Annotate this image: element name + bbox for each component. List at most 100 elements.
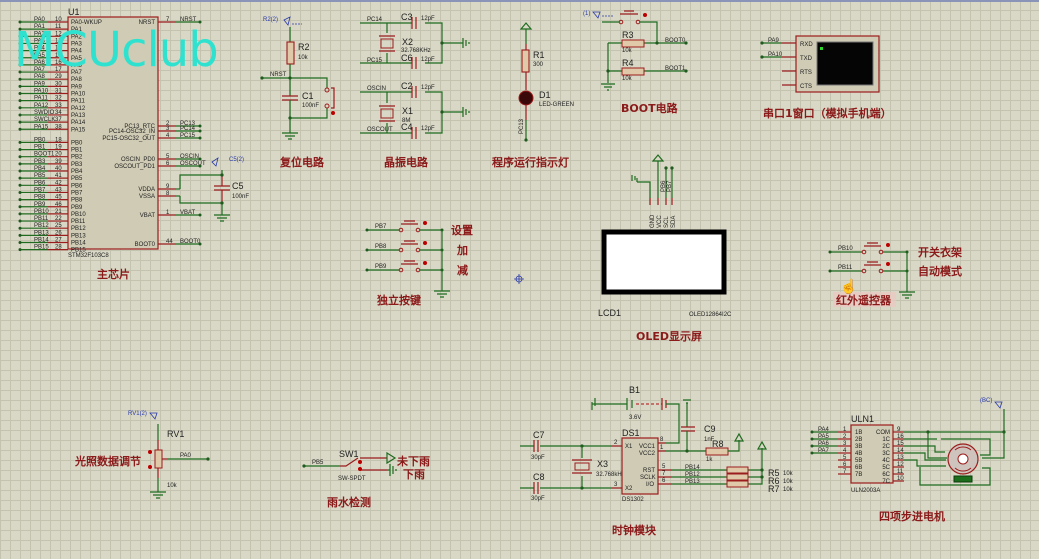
uln-pin-name: 3B — [855, 444, 862, 450]
c9-ref: C9 — [704, 424, 716, 434]
key-terminal[interactable] — [365, 248, 369, 252]
key-button-cap[interactable] — [401, 260, 418, 265]
ir-key-terminal[interactable] — [828, 250, 832, 254]
mcu-pin-terminal[interactable] — [18, 212, 22, 216]
mcu-pin-terminal[interactable] — [18, 226, 22, 230]
r2-resistor[interactable] — [286, 41, 295, 65]
mcu-pin-terminal[interactable] — [18, 70, 22, 74]
mcu-pin-terminal[interactable] — [18, 120, 22, 124]
mcu-pin-terminal[interactable] — [18, 183, 22, 187]
ir-key-terminal[interactable] — [828, 269, 832, 273]
uart-screen[interactable] — [816, 41, 874, 86]
uln-pin-net: PA6 — [818, 441, 830, 447]
mcu-pin-terminal[interactable] — [198, 124, 202, 128]
ds1-pin-num: 5 — [662, 464, 666, 470]
mcu-pin-number: 8 — [166, 191, 170, 197]
net-pb12: PB12 — [685, 472, 700, 478]
ir-key-contact — [861, 268, 867, 274]
mcu-pin-terminal[interactable] — [18, 106, 22, 110]
mcu-pin-terminal[interactable] — [18, 148, 22, 152]
mcu-pin-terminal[interactable] — [18, 169, 22, 173]
uln2003-body[interactable] — [850, 424, 894, 484]
mcu-pin-name: PC15-OSC32_OUT — [102, 136, 155, 142]
mcu-pin-terminal[interactable] — [18, 92, 22, 95]
c5-capacitor[interactable]: C5 100nF C5(2) — [179, 157, 249, 222]
mcu-pin-terminal[interactable] — [198, 157, 202, 161]
ds1302-body[interactable] — [621, 437, 659, 495]
mcu-pin-terminal[interactable] — [18, 205, 22, 209]
mcu-pin-terminal[interactable] — [198, 129, 202, 133]
uln-pin-terminal[interactable] — [810, 430, 814, 434]
led-circuit[interactable]: R1 300 D1 LED-GREEN PC13 — [518, 22, 574, 142]
light-sensor-rv1[interactable]: RV1(2) PA0 RV1 10k — [128, 411, 210, 499]
mcu-pin-terminal[interactable] — [18, 49, 22, 53]
oled-screen[interactable] — [601, 229, 727, 295]
r2-ref: R2 — [298, 42, 310, 52]
ir-key-button-cap[interactable] — [864, 261, 881, 266]
mcu-pin-terminal[interactable] — [18, 41, 22, 45]
mcu-pin-name: PB3 — [71, 162, 83, 168]
key-terminal[interactable] — [365, 268, 369, 272]
uln-pin-terminal[interactable] — [810, 451, 814, 455]
mcu-pin-terminal[interactable] — [18, 155, 22, 159]
mcu-pin-terminal[interactable] — [18, 176, 22, 180]
mcu-body[interactable] — [67, 16, 159, 250]
mcu-pin-terminal[interactable] — [18, 56, 22, 60]
uln-pin-name: 4C — [882, 458, 890, 464]
uln-pin-terminal[interactable] — [810, 444, 814, 448]
uart-terminal[interactable]: PA9 PA10 RXD TXD RTS CTS — [760, 35, 880, 93]
ir-key-button-indicator[interactable] — [886, 243, 890, 247]
rain-switch-sw1[interactable]: PB5 SW1 SW-SPDT 未下雨 下雨 — [302, 449, 430, 482]
mcu-pin-number: 40 — [55, 166, 62, 172]
mcu-pin-terminal[interactable] — [198, 242, 202, 246]
mcu-pin-terminal[interactable] — [18, 113, 22, 117]
mcu-pin-terminal[interactable] — [18, 20, 22, 24]
key-button-indicator[interactable] — [423, 261, 427, 265]
key-button-indicator[interactable] — [423, 221, 427, 225]
mcu-pin-terminal[interactable] — [18, 241, 22, 244]
sw1-ref: SW1 — [339, 449, 359, 459]
mcu-pin-terminal[interactable] — [18, 140, 22, 144]
uln-pin-number: 1 — [843, 427, 847, 433]
mcu-pin-terminal[interactable] — [18, 190, 22, 194]
section-uart: 串口1窗口（模拟手机端） — [763, 106, 892, 120]
mcu-pin-terminal[interactable] — [18, 127, 22, 131]
clock-module[interactable]: B1 3.6V C9 1nF R8 1k C7 30pF C8 30pF X3 … — [520, 385, 794, 503]
key-button-cap[interactable] — [401, 220, 418, 225]
mcu-pin-terminal[interactable] — [198, 164, 202, 168]
boot-circuit[interactable]: (1) R3 10k R4 10k BOOT0 BOOT1 — [583, 10, 688, 91]
mcu-pin-terminal[interactable] — [18, 248, 22, 252]
mcu-pin-terminal[interactable] — [18, 63, 22, 67]
uln-pin-terminal[interactable] — [810, 437, 814, 441]
mcu-pin-terminal[interactable] — [18, 219, 22, 223]
mcu-pin-terminal[interactable] — [18, 198, 22, 202]
r1-resistor[interactable] — [521, 49, 530, 73]
mcu-pin-terminal[interactable] — [18, 77, 22, 81]
key-button-indicator[interactable] — [423, 241, 427, 245]
mcu-pin-terminal[interactable] — [18, 34, 22, 38]
key-terminal[interactable] — [365, 228, 369, 232]
mcu-pin-terminal[interactable] — [18, 84, 22, 88]
d1-led[interactable] — [518, 90, 534, 106]
mcu-pin-number: 5 — [166, 154, 170, 160]
uln-part: ULN2003A — [851, 488, 880, 494]
oled-display[interactable]: PB6 PB7 GND VCC SCL SDA LCD1 OLED12864I2… — [598, 154, 732, 318]
key-button-cap[interactable] — [401, 240, 418, 245]
mcu-pin-terminal[interactable] — [198, 20, 202, 24]
mcu-pin-terminal[interactable] — [198, 213, 202, 217]
mcu-pin-terminal[interactable] — [18, 233, 22, 237]
mcu-pin-terminal[interactable] — [18, 27, 22, 31]
mcu-pin-terminal[interactable] — [18, 162, 22, 166]
crystal-circuit[interactable]: PC14 PC15 OSCIN OSCOUT X2 32.768KHz C3 1… — [360, 12, 470, 139]
mcu-pin-terminal[interactable] — [18, 99, 22, 103]
ir-key-button-indicator[interactable] — [886, 262, 890, 266]
ir-key-button-cap[interactable] — [864, 242, 881, 247]
mcu-pin-terminal[interactable] — [198, 136, 202, 140]
reset-circuit[interactable]: R2(2) R2 10k NRST C1 100nF — [260, 16, 335, 140]
mcu-pin-net: PA1 — [34, 24, 46, 30]
